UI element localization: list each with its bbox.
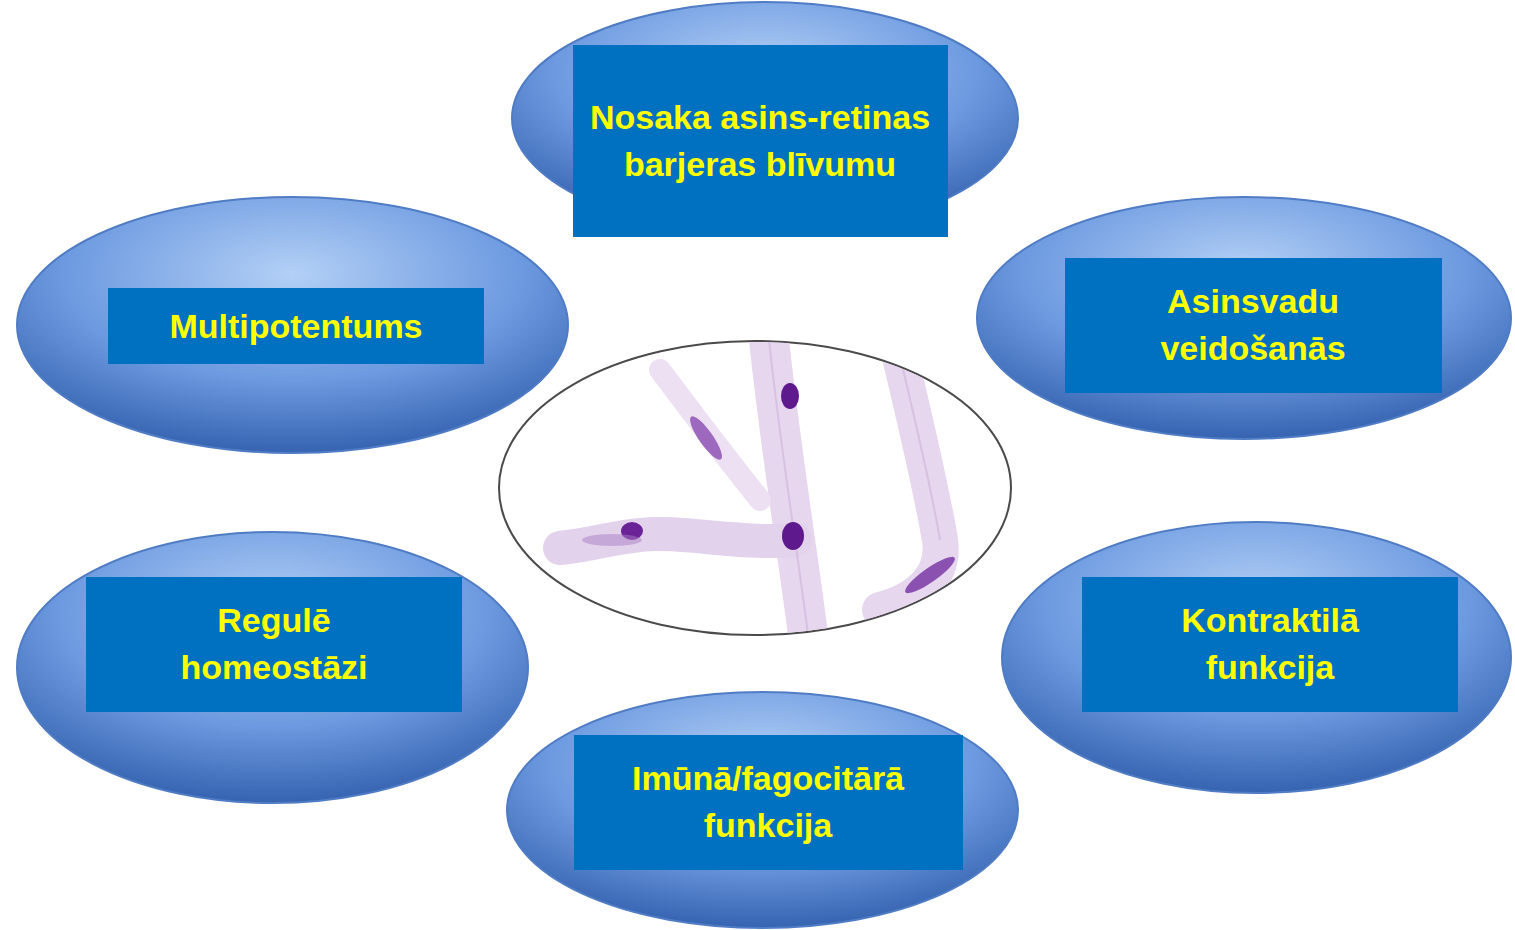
label-box: Imūnā/fagocitārā funkcija xyxy=(574,735,963,870)
capillary xyxy=(560,534,795,548)
pericyte-nucleus xyxy=(782,522,804,550)
function-label: Multipotentums xyxy=(124,303,469,350)
function-label: Asinsvadu veidošanās xyxy=(1093,278,1413,372)
capillary xyxy=(660,370,760,500)
function-ellipse: Multipotentums xyxy=(15,195,570,455)
label-box: Nosaka asins-retinas barjeras blīvumu xyxy=(573,45,948,237)
function-ellipse: Kontraktilā funkcija xyxy=(1000,520,1513,795)
function-label: Kontraktilā funkcija xyxy=(1120,597,1420,691)
pericyte-process xyxy=(685,413,726,464)
label-box: Asinsvadu veidošanās xyxy=(1065,258,1442,393)
ellipse-shape xyxy=(977,197,1511,439)
pericyte-process xyxy=(901,552,958,598)
label-box: Regulē homeostāzi xyxy=(86,577,462,712)
pericyte-nucleus xyxy=(781,383,799,409)
capillary xyxy=(768,330,810,650)
ellipse-shape xyxy=(17,197,568,453)
function-ellipse: Nosaka asins-retinas barjeras blīvumu xyxy=(510,0,1020,236)
function-label: Imūnā/fagocitārā funkcija xyxy=(591,755,946,849)
function-ellipse: Imūnā/fagocitārā funkcija xyxy=(505,690,1020,930)
function-ellipse: Asinsvadu veidošanās xyxy=(975,195,1513,441)
capillary-network xyxy=(560,330,959,650)
ellipse-shape xyxy=(17,532,528,803)
label-box: Kontraktilā funkcija xyxy=(1082,577,1458,712)
pericyte-process xyxy=(582,534,642,546)
function-label: Regulē homeostāzi xyxy=(149,597,399,691)
ellipse-shape xyxy=(507,692,1018,928)
function-ellipse: Regulē homeostāzi xyxy=(15,530,530,805)
ellipse-shape xyxy=(1002,522,1511,793)
label-box: Multipotentums xyxy=(108,288,484,364)
function-label: Nosaka asins-retinas barjeras blīvumu xyxy=(588,94,933,188)
